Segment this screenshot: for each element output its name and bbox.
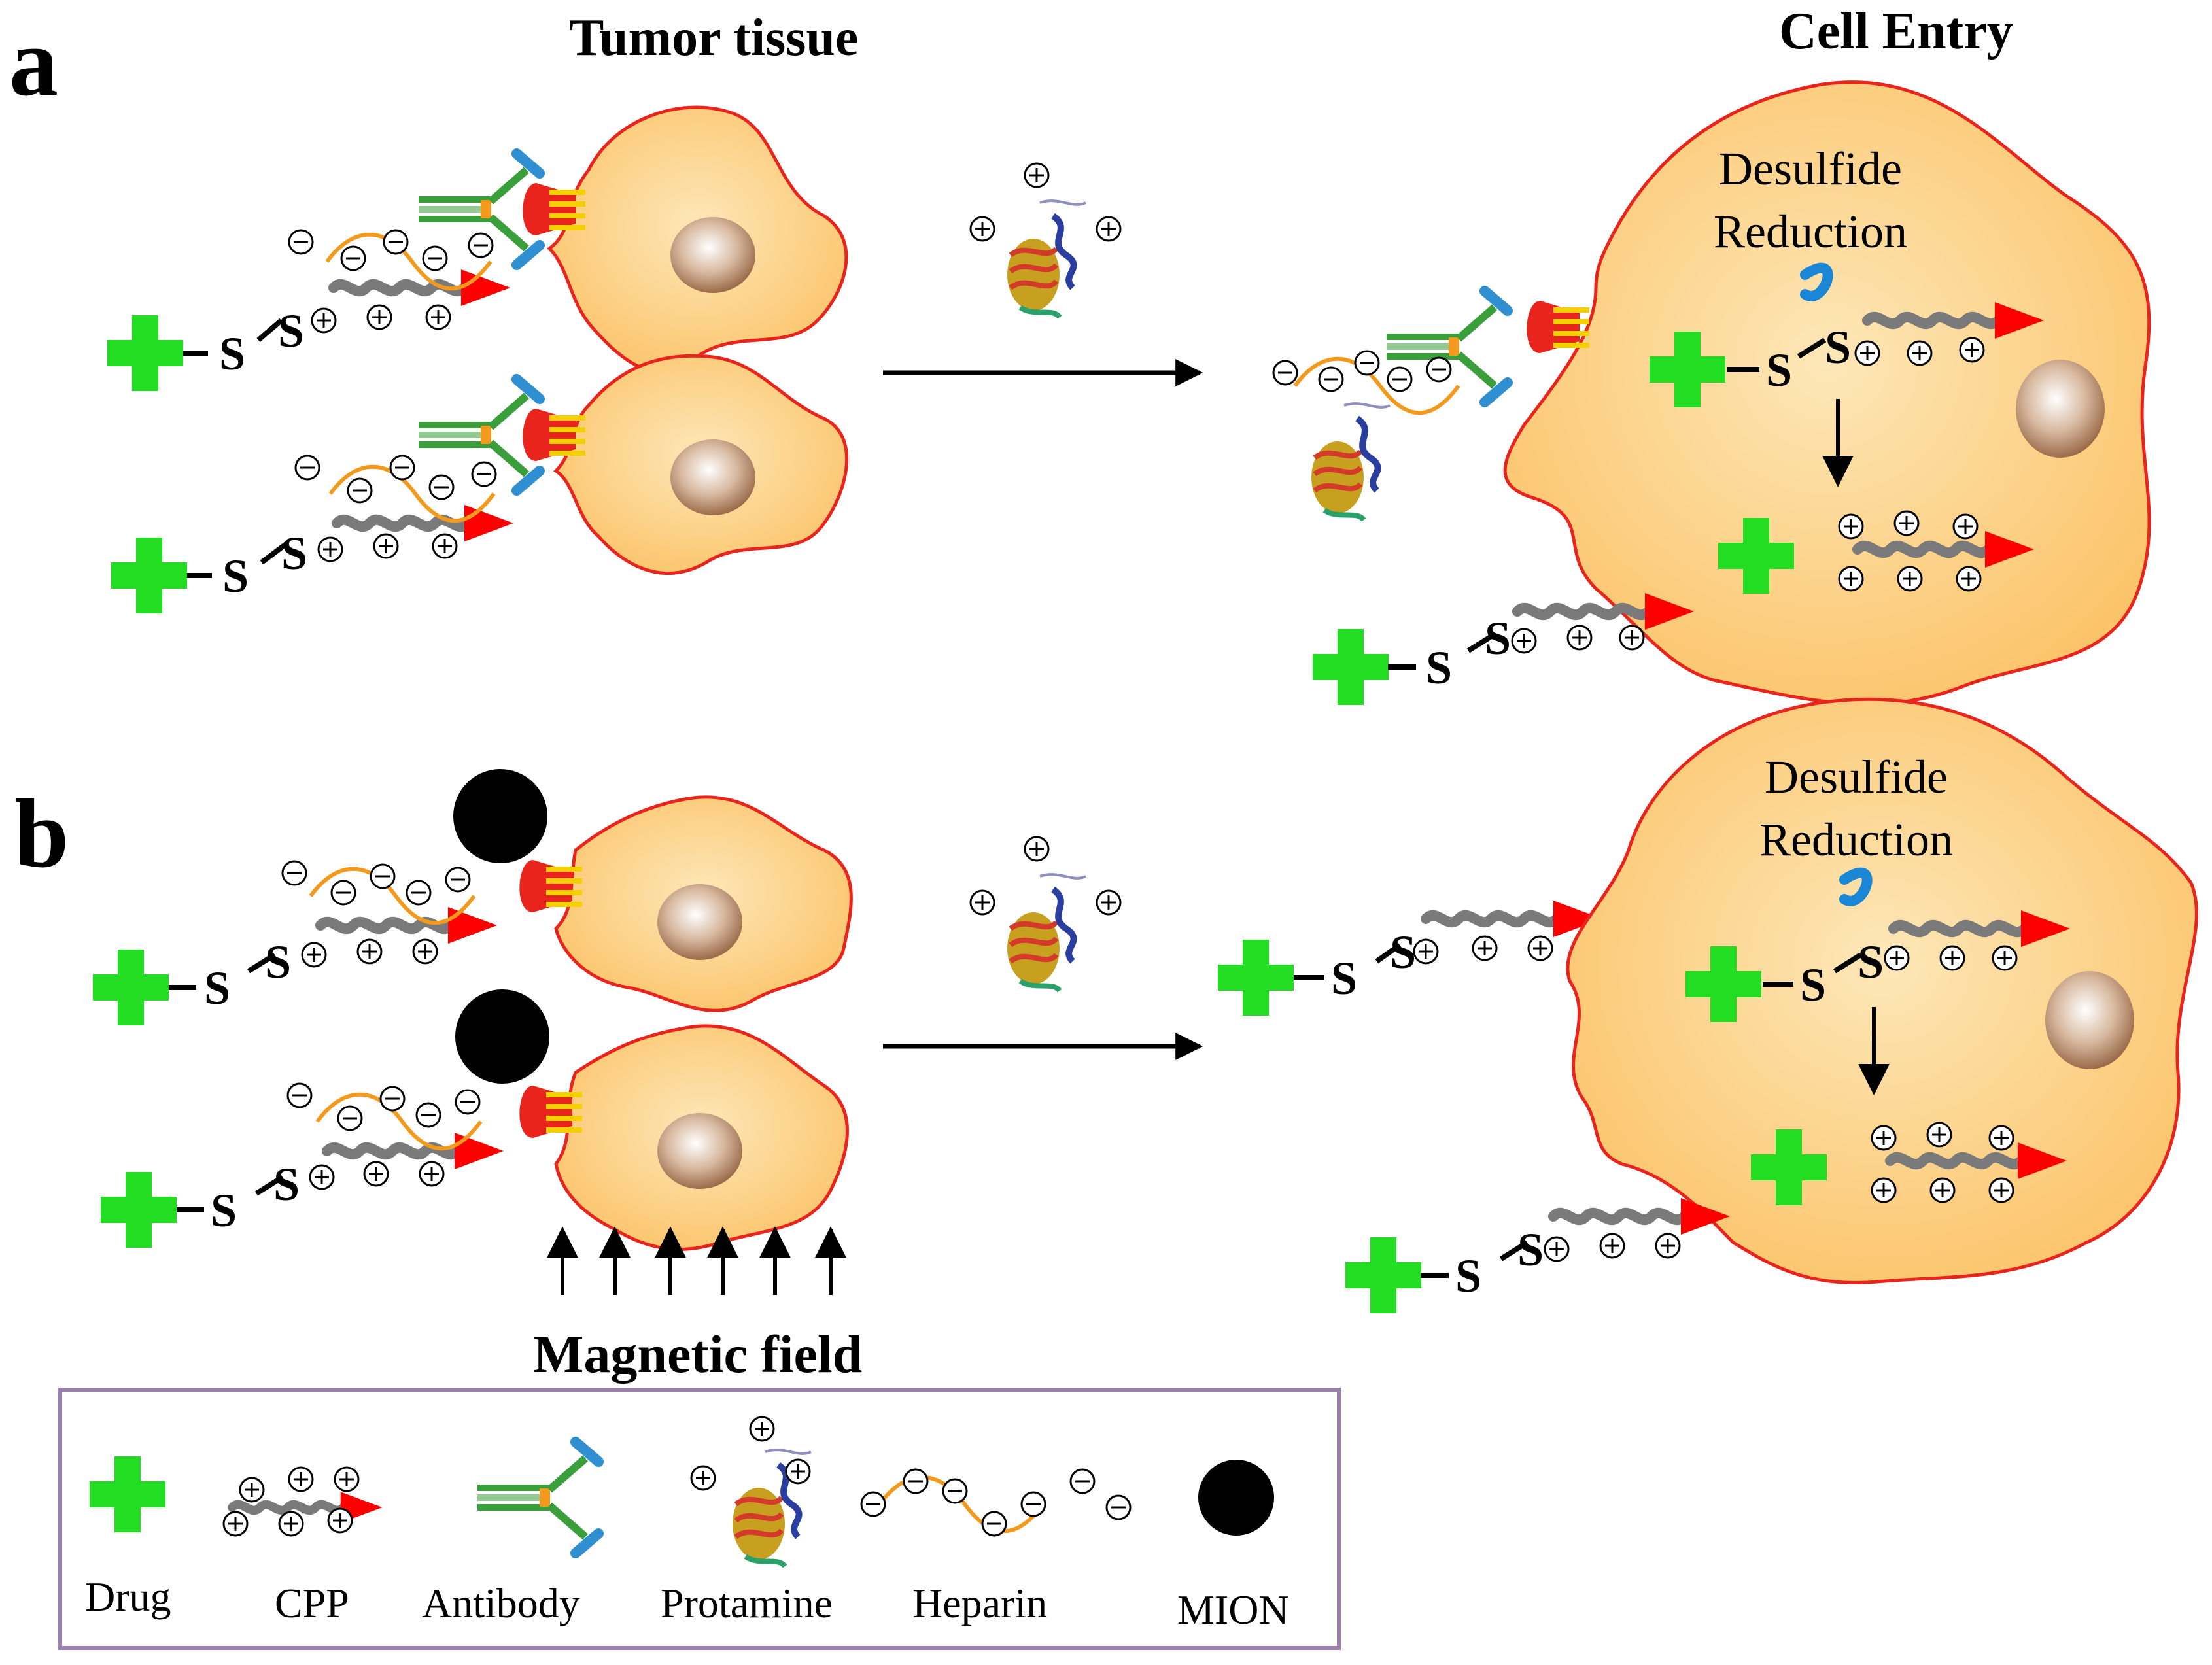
- magnetic-field-arrows: [547, 1226, 846, 1295]
- legend-mion-label: MION: [1177, 1587, 1289, 1633]
- sulfur-atom: S: [281, 527, 307, 579]
- entry-cell: [1566, 697, 2198, 1285]
- mion-particle: [455, 989, 549, 1084]
- legend-protamine-label: Protamine: [661, 1580, 833, 1626]
- sulfur-atom: S: [1858, 936, 1884, 988]
- legend: [58, 1388, 1341, 1650]
- cell-entry-title: Cell Entry: [1779, 3, 2013, 60]
- drug-icon: [107, 315, 183, 391]
- sulfur-atom: S: [278, 305, 304, 357]
- nucleus: [657, 1113, 742, 1189]
- drug-icon: [93, 950, 169, 1025]
- legend-cpp-label: CPP: [275, 1580, 349, 1626]
- cpp: [1426, 901, 1602, 937]
- reduction-label-b: Desulfide Reduction: [1759, 751, 1953, 866]
- sulfur-atom: S: [1825, 321, 1851, 373]
- nucleus: [657, 884, 742, 960]
- sulfur-atom: S: [1485, 612, 1511, 664]
- legend-antibody-label: Antibody: [422, 1580, 580, 1626]
- drug-icon: [111, 538, 187, 613]
- nucleus: [670, 217, 755, 293]
- sulfur-atom: S: [222, 550, 249, 602]
- panel-a: S S S S S S: [107, 80, 2151, 706]
- protamine: [1311, 403, 1390, 520]
- sulfur-atom: S: [219, 328, 245, 380]
- drug-icon: [1218, 940, 1294, 1016]
- sulfur-atom: S: [1800, 959, 1826, 1011]
- reduction-arrow: [1839, 867, 1873, 906]
- sulfur-atom: S: [1766, 344, 1792, 396]
- drug-icon: [1313, 629, 1389, 705]
- sulfur-atom: S: [1455, 1250, 1481, 1302]
- sulfur-atom: S: [1331, 952, 1357, 1004]
- sulfur-atom: S: [204, 962, 230, 1014]
- panel-label-b: b: [14, 780, 69, 888]
- nucleus: [2016, 360, 2105, 458]
- legend-box: [58, 1388, 1341, 1650]
- sulfur-atom: S: [211, 1184, 237, 1237]
- drug-icon: [1345, 1237, 1421, 1313]
- legend-drug-label: Drug: [85, 1573, 171, 1620]
- tumor-tissue-title: Tumor tissue: [569, 9, 859, 67]
- sulfur-atom: S: [265, 936, 291, 988]
- reduction-label-a: Desulfide Reduction: [1714, 143, 1907, 258]
- panel-b: S S S S S S: [93, 697, 2198, 1313]
- reduction-arrow: [1800, 262, 1833, 301]
- nucleus: [670, 439, 755, 515]
- magnetic-field-label: Magnetic field: [533, 1324, 863, 1384]
- sulfur-atom: S: [1426, 642, 1452, 694]
- mion-particle: [453, 769, 547, 863]
- nucleus: [2045, 971, 2134, 1069]
- sulfur-atom: S: [1517, 1224, 1544, 1276]
- protamine: [1007, 874, 1086, 991]
- drug-icon: [101, 1172, 177, 1248]
- protamine: [1007, 201, 1086, 317]
- sulfur-atom: S: [273, 1158, 300, 1210]
- receptor: [1527, 301, 1589, 353]
- panel-label-a: a: [9, 8, 58, 116]
- legend-mion-icon: [1198, 1460, 1274, 1536]
- cpp: [337, 505, 513, 541]
- sulfur-atom: S: [1390, 926, 1416, 978]
- legend-heparin-label: Heparin: [912, 1580, 1048, 1626]
